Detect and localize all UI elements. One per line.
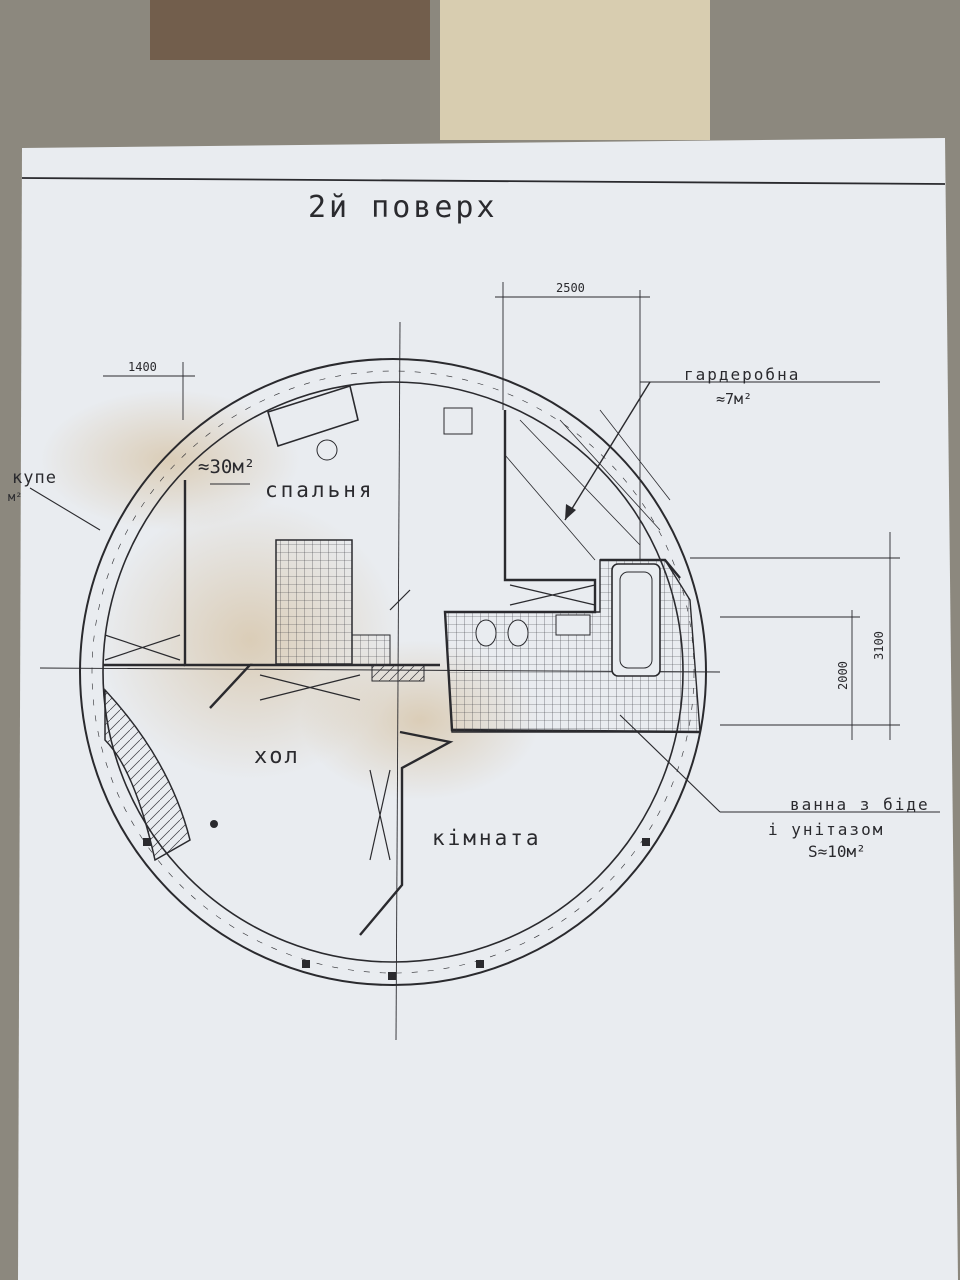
bathtub-inner bbox=[619, 571, 653, 669]
wardrobe-area-label: ≈7м² bbox=[716, 390, 753, 408]
sink bbox=[555, 614, 591, 636]
leader-lines bbox=[29, 483, 940, 813]
hall-label: хол bbox=[254, 744, 300, 769]
bathtub bbox=[611, 563, 661, 677]
bedroom-label: спальня bbox=[265, 478, 375, 502]
dimension-1400: 1400 bbox=[128, 360, 157, 374]
bathroom-label-line1: ванна з біде bbox=[790, 795, 930, 814]
cardboard-scrap bbox=[440, 0, 710, 140]
stair-post bbox=[210, 820, 218, 828]
room-label: кімната bbox=[432, 826, 542, 850]
column-marks bbox=[143, 838, 650, 980]
nightstand bbox=[351, 634, 391, 666]
wardrobe-label: гардеробна bbox=[684, 365, 801, 384]
dimension-2500: 2500 bbox=[556, 281, 585, 295]
doorway bbox=[371, 664, 425, 682]
wardrobe-hatch bbox=[504, 409, 671, 561]
border-line bbox=[21, 177, 946, 185]
bedroom-area-label: ≈30м² bbox=[198, 456, 256, 478]
stain bbox=[40, 390, 300, 530]
debris bbox=[150, 0, 430, 60]
wardrobe-table bbox=[443, 407, 473, 435]
kupe-area-label: м² bbox=[8, 490, 23, 504]
dimension-2000: 2000 bbox=[836, 661, 850, 690]
toilet bbox=[475, 619, 497, 647]
bathroom-area-label: S≈10м² bbox=[808, 842, 866, 861]
dimension-3100: 3100 bbox=[872, 631, 886, 660]
chair bbox=[316, 439, 338, 461]
leader-wardrobe bbox=[564, 381, 651, 521]
dresser bbox=[267, 384, 359, 448]
doors bbox=[104, 584, 596, 861]
drawing-title: 2й поверх bbox=[308, 190, 498, 225]
bathroom-label-line2: і унітазом bbox=[768, 820, 885, 839]
bed bbox=[275, 539, 353, 665]
staircase bbox=[104, 688, 191, 862]
bidet bbox=[507, 619, 529, 647]
kupe-label: купе bbox=[12, 468, 57, 488]
